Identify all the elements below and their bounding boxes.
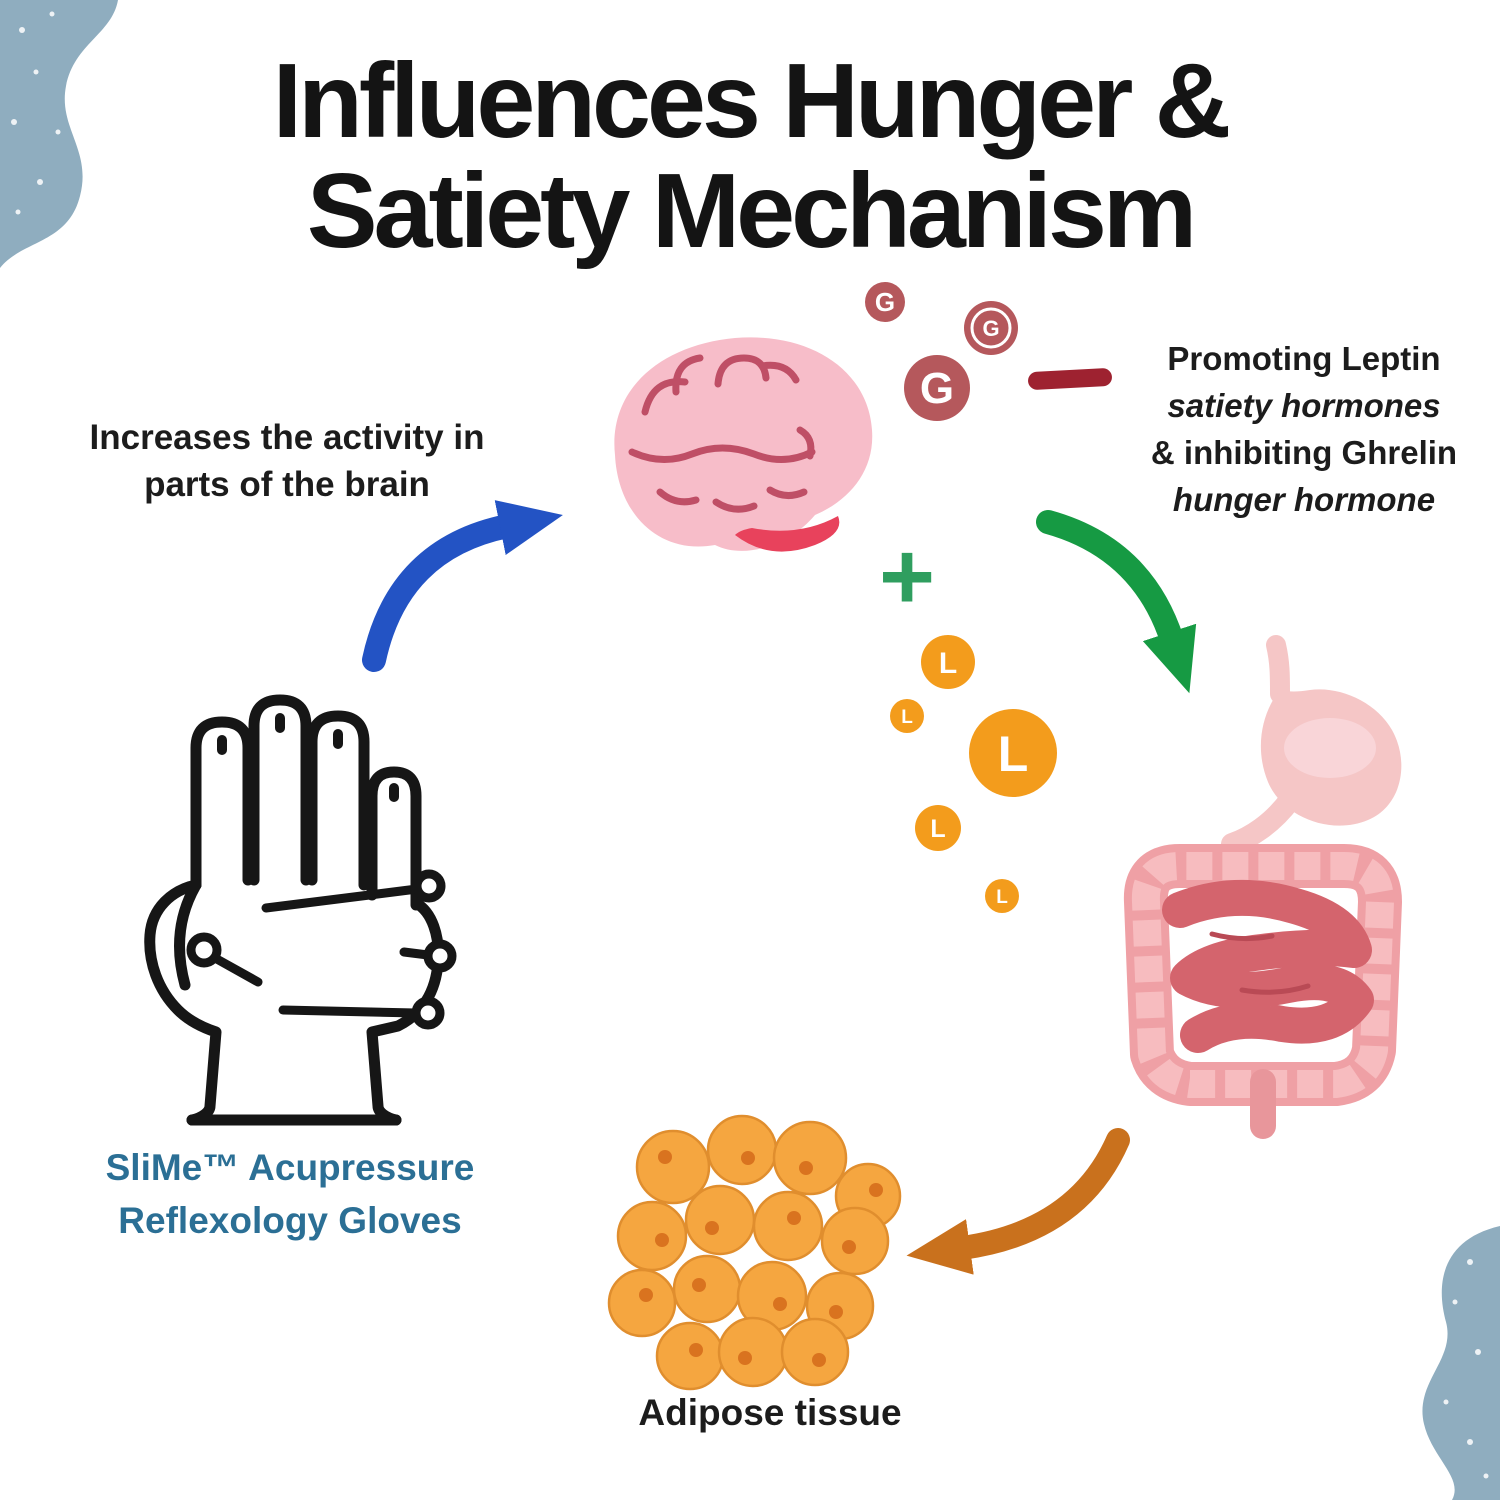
leptin-letter: L xyxy=(930,815,945,843)
fingertip-nails xyxy=(217,713,399,802)
acupressure-point xyxy=(411,996,445,1030)
ghrelin-hormones-icon: G G G xyxy=(865,282,1112,421)
leptin-circle xyxy=(969,709,1057,797)
blob-speckles xyxy=(11,11,61,215)
thumb-crease xyxy=(174,879,202,991)
leptin-letter: L xyxy=(996,887,1008,908)
esophagus xyxy=(1266,635,1290,704)
ghrelin-letter: G xyxy=(982,316,999,341)
brain-caption-line-2: parts of the brain xyxy=(144,465,430,505)
adipose-tissue-illustration xyxy=(607,1114,902,1391)
hormone-caption: Promoting Leptin satiety hormones & inhi… xyxy=(1128,336,1480,523)
hormone-caption-line-4: hunger hormone xyxy=(1172,480,1436,518)
adipose-tissue-caption: Adipose tissue xyxy=(638,1392,902,1433)
index-finger xyxy=(190,716,254,891)
page-title: Influences Hunger & Satiety Mechanism xyxy=(0,42,1500,271)
hormone-caption-line-1: Promoting Leptin xyxy=(1167,340,1441,377)
leptin-circle xyxy=(985,879,1019,913)
minus-sign xyxy=(1028,368,1112,390)
brain-folds xyxy=(628,354,816,513)
small-intestine xyxy=(1162,879,1374,1053)
brain-caption-line-1: Increases the activity in xyxy=(89,418,485,457)
intestine-creases xyxy=(1209,931,1311,995)
ghrelin-letter: G xyxy=(875,287,895,317)
hormone-caption-line-2: satiety hormones xyxy=(1167,386,1441,424)
product-name-caption: SliMe™ Acupressure Reflexology Gloves xyxy=(40,1142,540,1247)
leptin-circle xyxy=(921,635,975,689)
brain-activity-caption: Increases the activity in parts of the b… xyxy=(37,414,537,509)
middle-finger xyxy=(248,694,312,886)
leptin-letter: L xyxy=(901,707,913,728)
brain-illustration xyxy=(614,337,873,552)
corner-blob-top-left xyxy=(0,0,118,268)
arrow-brain-to-gut xyxy=(1036,510,1197,694)
fat-cell-nuclei xyxy=(639,1150,883,1367)
palm-left-thumb-edge xyxy=(144,879,222,1126)
stomach-highlight xyxy=(1284,718,1376,778)
acupressure-point xyxy=(423,939,457,973)
title-line-1: Influences Hunger & xyxy=(272,42,1232,160)
cerebellum xyxy=(735,516,840,552)
fat-cells xyxy=(607,1114,902,1391)
title-line-2: Satiety Mechanism xyxy=(306,152,1197,271)
arrow-hand-to-brain xyxy=(362,500,563,672)
leptin-circle xyxy=(915,805,961,851)
blob-speckles xyxy=(1443,1259,1489,1479)
leptin-hormones-icon: L L L L L xyxy=(890,635,1057,913)
acupressure-point xyxy=(186,932,222,968)
product-name-line-2: Reflexology Gloves xyxy=(118,1199,462,1241)
leptin-letter: L xyxy=(939,647,957,680)
acupressure-points xyxy=(186,869,457,1030)
pinky-finger xyxy=(366,766,422,911)
ghrelin-circle xyxy=(904,355,970,421)
leptin-letter: L xyxy=(998,726,1029,782)
large-intestine-haustra xyxy=(1131,852,1394,1098)
acupressure-point xyxy=(412,869,446,903)
acupressure-glove-illustration xyxy=(144,694,457,1126)
digestive-system-illustration xyxy=(1123,635,1402,1139)
ghrelin-letter: G xyxy=(920,364,954,413)
hormone-caption-line-3: & inhibiting Ghrelin xyxy=(1150,433,1458,471)
leptin-circle xyxy=(890,699,924,733)
plus-sign: + xyxy=(879,523,935,630)
corner-blob-bottom-right xyxy=(1422,1226,1500,1500)
arrow-gut-to-adipose xyxy=(906,1128,1130,1275)
ghrelin-circle xyxy=(865,282,905,322)
ring-finger xyxy=(306,710,370,891)
product-name-line-1: SliMe™ Acupressure xyxy=(105,1147,475,1188)
duodenum xyxy=(1221,789,1301,855)
ghrelin-ring xyxy=(970,307,1012,349)
